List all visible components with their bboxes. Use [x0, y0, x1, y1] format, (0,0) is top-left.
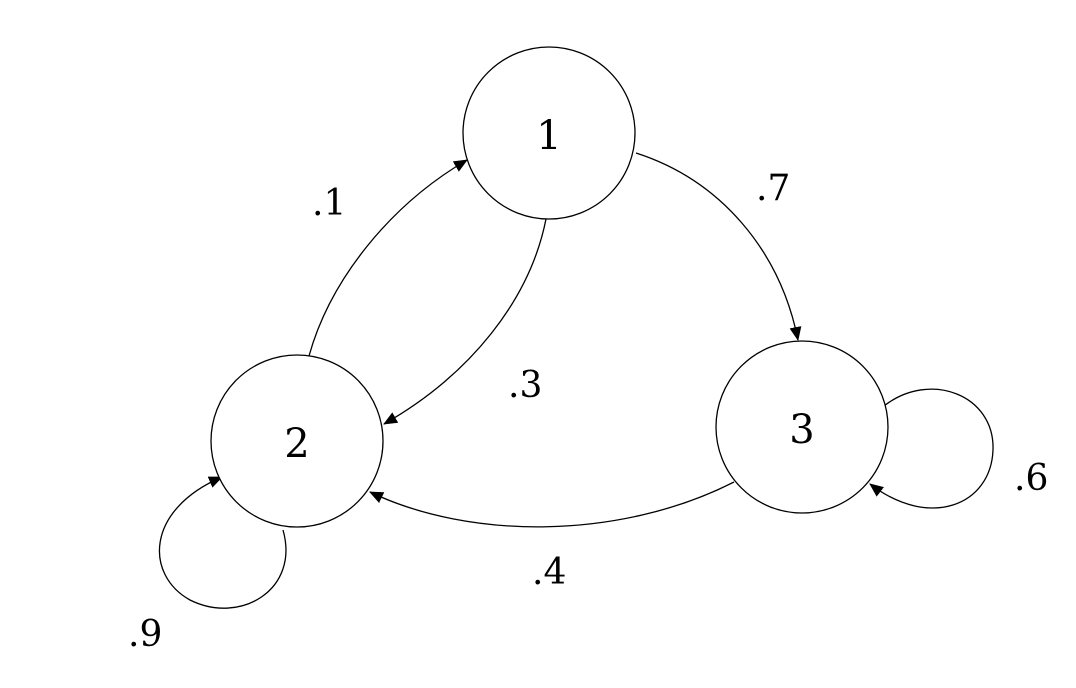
edge-label-3-to-2: .4: [532, 552, 566, 593]
edge-2-to-1: [308, 159, 468, 357]
state-node-2-label: 2: [284, 421, 309, 467]
state-node-3-label: 3: [789, 407, 814, 453]
edge-1-to-2: [383, 218, 547, 425]
edge-3-to-2: [369, 481, 735, 528]
state-node-1-label: 1: [536, 113, 561, 159]
state-node-1: 1: [462, 46, 636, 220]
self-loop-2: [158, 476, 287, 609]
state-node-2: 2: [210, 354, 384, 528]
edge-label-2-to-1: .1: [312, 183, 346, 224]
edge-label-self-loop-3: .6: [1014, 458, 1048, 499]
edge-1-to-3: [635, 152, 802, 341]
state-node-3: 3: [715, 340, 889, 514]
edge-label-self-loop-2: .9: [128, 614, 162, 655]
edge-label-1-to-2: .3: [508, 365, 542, 406]
edge-label-1-to-3: .7: [756, 168, 790, 209]
self-loop-3: [869, 388, 994, 509]
